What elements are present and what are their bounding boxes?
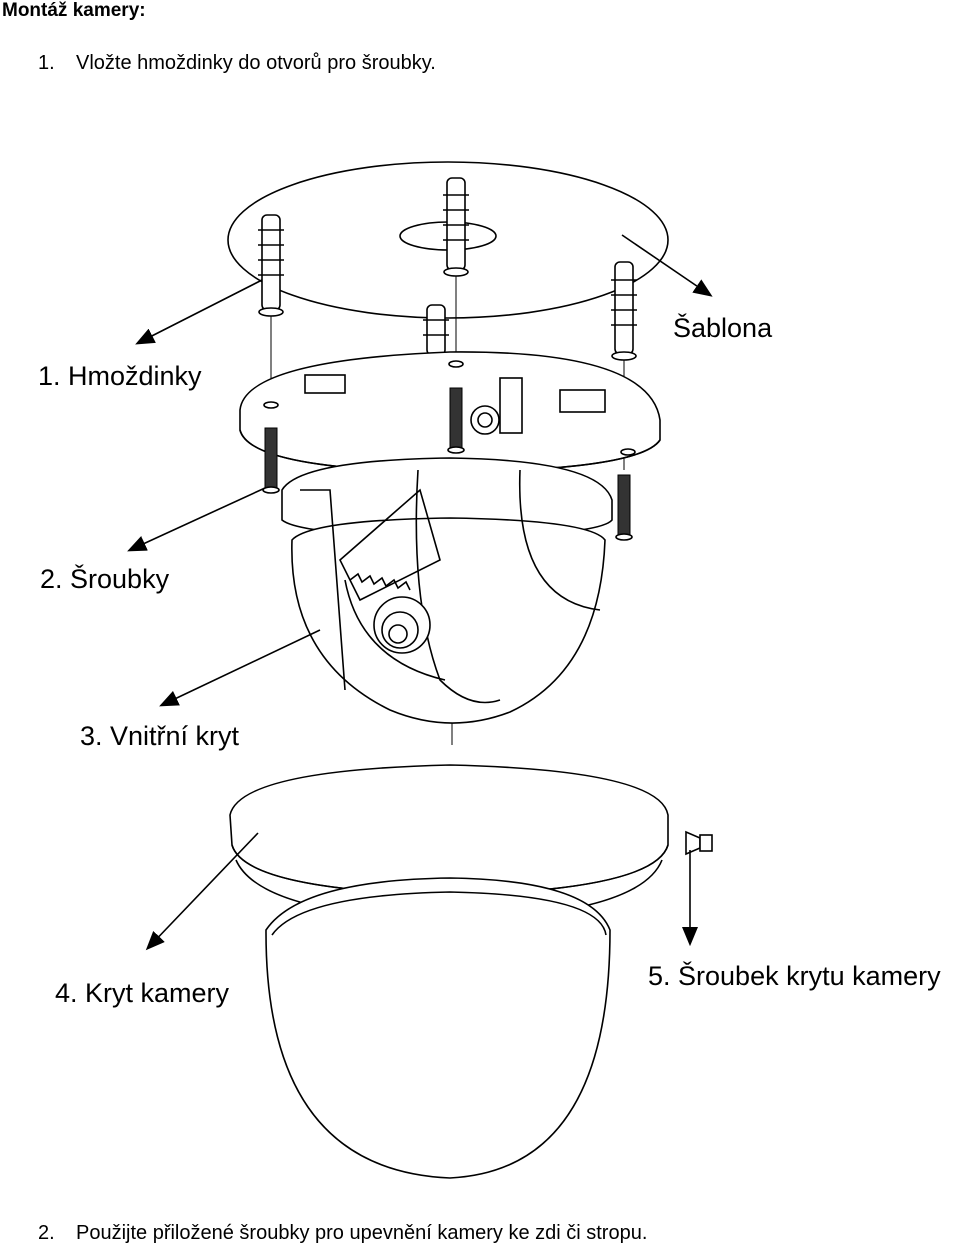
label-cover-screw: 5. Šroubek krytu kamery	[648, 960, 941, 991]
leader-arrows	[127, 234, 713, 951]
step-1-text: Vložte hmoždinky do otvorů pro šroubky.	[76, 52, 436, 74]
label-camera-cover: 4. Kryt kamery	[55, 978, 230, 1008]
step-2-number: 2.	[38, 1222, 55, 1244]
wall-anchors	[258, 177, 637, 361]
label-template: Šablona	[673, 312, 773, 343]
camera-dome-cover	[229, 764, 669, 1179]
step-1-number: 1.	[38, 52, 55, 74]
step-2: 2. Použijte přiložené šroubky pro upevněn…	[38, 1222, 647, 1245]
step-2-text: Použijte přiložené šroubky pro upevnění …	[76, 1222, 648, 1244]
label-inner-cover: 3. Vnitřní kryt	[80, 721, 240, 751]
section-title: Montáž kamery:	[2, 0, 146, 21]
camera-inner-cover	[281, 457, 613, 724]
label-screws: 2. Šroubky	[40, 563, 170, 594]
mounting-screws	[262, 387, 633, 541]
step-1: 1. Vložte hmoždinky do otvorů pro šroubky…	[38, 52, 436, 75]
cover-screw	[685, 830, 713, 856]
label-anchors: 1. Hmoždinky	[38, 361, 202, 391]
